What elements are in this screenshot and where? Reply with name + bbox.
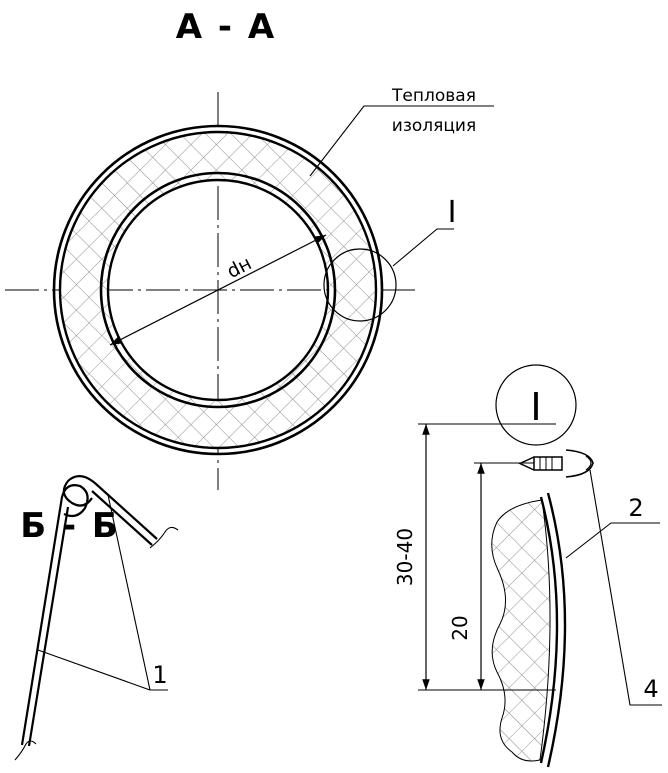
insulation-leader: Тепловая изоляция [309, 86, 494, 177]
pipe-inner-wall [106, 178, 330, 402]
detail-insulation-section [491, 499, 551, 762]
detail-cover-sheet-inner [539, 496, 559, 764]
callout-2-label: 2 [628, 494, 643, 522]
detail-i-leader [392, 228, 454, 267]
section-aa: А - А dн Тепловая изоляция I [5, 7, 494, 490]
outer-cover-shell [52, 124, 384, 456]
dimension-20-label: 20 [448, 615, 472, 640]
fastener-screw [518, 449, 594, 478]
dimension-30-40-label: 30-40 [393, 528, 417, 586]
detail-i-view: I 30-40 20 [393, 364, 662, 768]
section-bb-title: Б - Б [20, 506, 120, 546]
dimension-30-40: 30-40 [393, 423, 556, 691]
callout-4: 4 [589, 469, 662, 706]
detail-i-circle [323, 248, 397, 322]
insulation-label-line2: изоляция [392, 116, 476, 136]
diameter-label: dн [223, 252, 255, 283]
section-bb: Б - Б 1 [14, 475, 179, 761]
lock-seam [14, 475, 179, 761]
callout-2: 2 [565, 494, 660, 559]
detail-cover-sheet-outer [546, 492, 567, 768]
outer-cover-shell-inner [58, 130, 378, 450]
diameter-dimension-line [109, 234, 327, 346]
detail-i-symbol-circle [495, 364, 577, 446]
detail-i-marker: I [448, 195, 457, 230]
callout-1-label: 1 [152, 661, 167, 689]
section-aa-title: А - А [176, 7, 276, 47]
detail-i-symbol-label: I [530, 385, 541, 429]
insulation-label-line1: Тепловая [391, 86, 476, 106]
pipe-outer-wall [99, 171, 337, 409]
callout-1: 1 [37, 494, 168, 691]
callout-4-label: 4 [643, 675, 658, 703]
dimension-20: 20 [448, 462, 534, 690]
